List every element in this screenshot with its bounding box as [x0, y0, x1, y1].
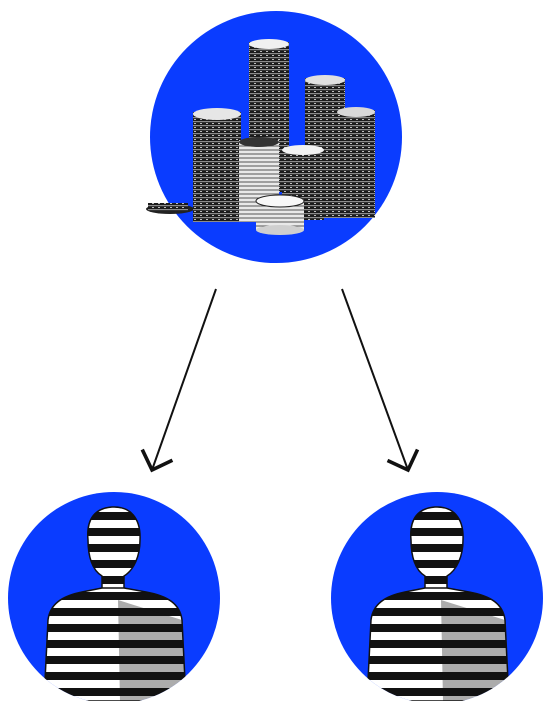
person-bust-icon — [43, 506, 187, 701]
person-bust-icon — [366, 506, 510, 701]
coin-stacks-icon — [146, 39, 375, 235]
source-node — [146, 11, 402, 263]
right-person-node — [331, 492, 543, 701]
arrow-to-left — [140, 288, 217, 473]
left-person-node — [8, 492, 220, 701]
arrow-to-right — [341, 288, 420, 473]
